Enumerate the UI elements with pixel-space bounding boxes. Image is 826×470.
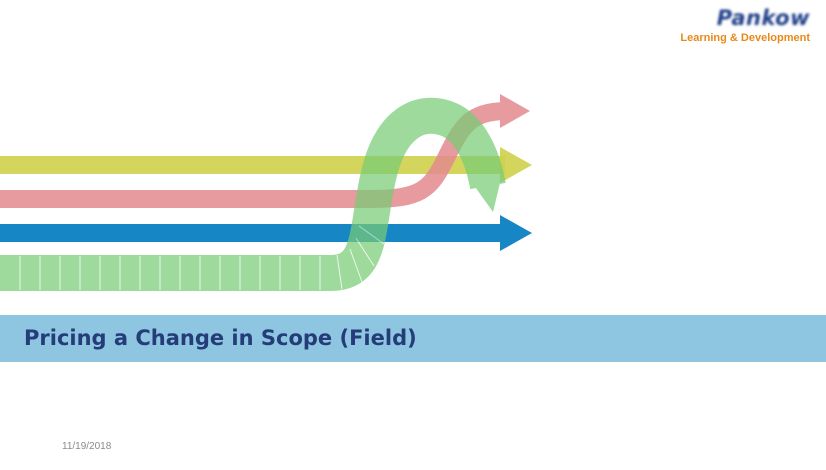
- logo-tagline: Learning & Development: [680, 32, 810, 44]
- company-logo: Pankow Learning & Development: [640, 6, 810, 46]
- logo-wordmark: Pankow: [716, 6, 810, 30]
- slide-date: 11/19/2018: [62, 441, 112, 452]
- green-arrow: [0, 97, 506, 291]
- blue-arrow: [0, 215, 532, 251]
- title-band: Pricing a Change in Scope (Field): [0, 315, 826, 362]
- slide-title: Pricing a Change in Scope (Field): [24, 326, 417, 350]
- arrows-graphic: [0, 94, 532, 291]
- red-arrow: [0, 94, 530, 208]
